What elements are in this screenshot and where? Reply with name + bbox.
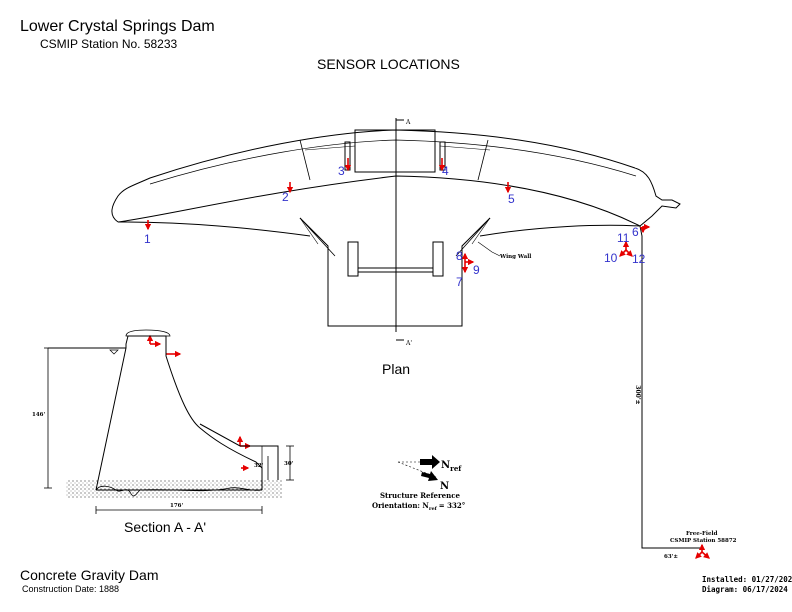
plan-label: Plan [382, 361, 410, 377]
free-field-offset: 63'± [664, 554, 678, 560]
dim-30-label: 30' [284, 461, 294, 467]
sensor-label-2: 2 [282, 190, 289, 204]
wing-wall-label: Wing Wall [499, 254, 531, 260]
dam-downstream-edge [117, 175, 641, 227]
free-field-station: CSMIP Station 58872 [670, 538, 737, 544]
section-cut-a-label: A [405, 119, 411, 126]
free-field-distance: 300'± [634, 385, 641, 404]
center-block [354, 129, 436, 173]
sensor-label-3: 3 [338, 164, 345, 178]
ground-hatch [66, 480, 282, 498]
sensor-label-9: 9 [473, 263, 480, 277]
nref-label: Nref [441, 460, 462, 473]
free-field-arrow-a [695, 551, 703, 559]
section-view [44, 329, 294, 514]
installed-date: Installed: 01/27/2023 [702, 575, 792, 584]
sensor-label-1: 1 [144, 232, 151, 246]
structure-type: Concrete Gravity Dam [20, 567, 158, 583]
dam-profile [95, 335, 263, 491]
sensor-label-11: 11 [617, 231, 630, 245]
sensor-label-10: 10 [604, 251, 618, 265]
sensor-label-4: 4 [442, 164, 449, 178]
dim-32-label: 32' [254, 463, 264, 469]
dam-toe-left [117, 221, 311, 237]
wall-right [432, 241, 444, 277]
free-field-line [639, 225, 700, 549]
free-field-arrow-c [701, 551, 710, 559]
station-number: CSMIP Station No. 58233 [40, 37, 178, 51]
sensor-label-7: 7 [456, 275, 463, 289]
construction-date: Construction Date: 1888 [22, 584, 119, 594]
section-label: Section A - A' [124, 519, 206, 535]
structure-reference-title: Structure Reference [380, 491, 460, 500]
height-dimension-label: 146' [32, 412, 45, 418]
sensor-label-6: 6 [632, 225, 639, 239]
sensor-arrow-10 [619, 249, 627, 257]
sensor-arrow-12 [625, 249, 633, 257]
dam-toe-right [479, 224, 641, 237]
north-label: N [440, 481, 449, 492]
nref-arrow-icon [420, 455, 440, 469]
sensor-label-8: 8 [456, 249, 463, 263]
section-cut-a-prime-label: A' [405, 340, 412, 347]
north-arrow-icon [421, 471, 438, 481]
free-field-label: Free-Field [686, 531, 718, 537]
wall-left [347, 241, 359, 277]
base-width-label: 176' [170, 503, 183, 509]
outlet-structure [299, 217, 491, 327]
sensor-label-5: 5 [508, 192, 515, 206]
sensor-label-12: 12 [632, 252, 646, 266]
dam-title: Lower Crystal Springs Dam [20, 18, 215, 35]
sensor-locations-title: SENSOR LOCATIONS [317, 56, 460, 72]
diagram-date: Diagram: 06/17/2024 [702, 585, 788, 594]
orientation-value: Orientation: Nref= 332° [372, 501, 465, 512]
north-indicator [397, 455, 440, 481]
